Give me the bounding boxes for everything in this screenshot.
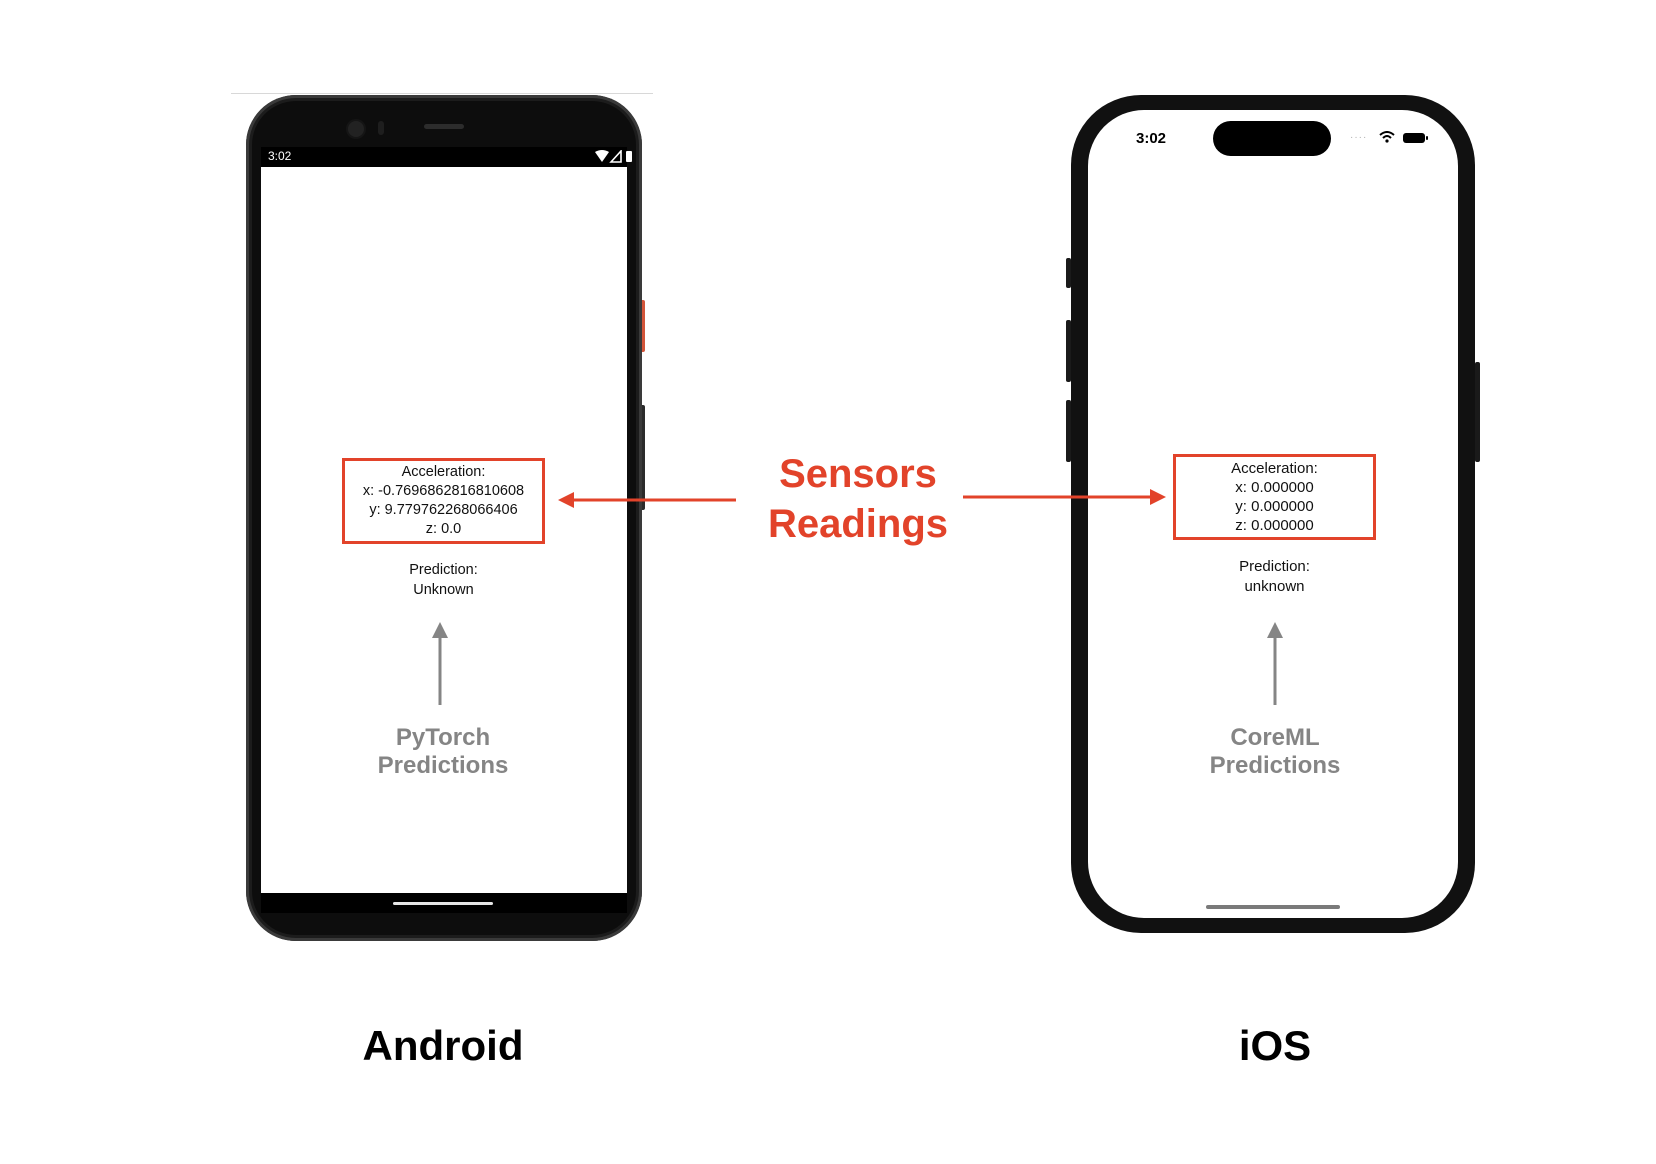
android-status-bar: [261, 147, 627, 167]
android-status-icons: [594, 148, 636, 169]
battery-icon: [1403, 133, 1425, 143]
signal-icon: [609, 148, 622, 163]
title-line-1: Sensors: [779, 452, 937, 496]
acceleration-x: x: -0.7696862816810608: [362, 483, 525, 499]
coreml-predictions-label: CoreML Predictions: [1175, 724, 1375, 780]
ios-side-button: [1475, 362, 1480, 462]
acceleration-title: Acceleration:: [401, 464, 486, 480]
battery-tip: [1426, 136, 1428, 140]
android-home-indicator[interactable]: [393, 902, 493, 905]
ios-acceleration-readings: Acceleration: x: 0.000000 y: 0.000000 z:…: [1173, 454, 1376, 540]
arrow-to-android-prediction: [432, 622, 448, 705]
ios-screen: [1088, 110, 1458, 918]
sensors-readings-title: Sensors Readings: [748, 449, 968, 549]
arrow-to-ios-prediction: [1267, 622, 1283, 705]
ios-status-time: 3:02: [1136, 130, 1167, 147]
proximity-sensor-icon: [378, 121, 384, 135]
wifi-icon: [595, 150, 609, 162]
ios-platform-label: iOS: [1238, 1022, 1312, 1069]
android-power-button: [640, 300, 645, 352]
acceleration-z: z: 0.0: [425, 521, 462, 537]
android-acceleration-readings: Acceleration: x: -0.7696862816810608 y: …: [342, 458, 545, 544]
acceleration-z: z: 0.000000: [1235, 517, 1314, 534]
ios-volume-up-button: [1066, 320, 1071, 382]
ios-prediction: Prediction: unknown: [1173, 557, 1376, 597]
front-camera-icon: [348, 121, 364, 137]
battery-icon: [626, 151, 632, 162]
wifi-icon: [1379, 130, 1395, 148]
acceleration-y: y: 0.000000: [1235, 498, 1314, 515]
ios-mute-switch: [1066, 258, 1071, 288]
android-platform-label: Android: [362, 1022, 524, 1069]
annotation-line-2: Predictions: [377, 752, 509, 779]
signal-dots-icon: ····: [1350, 132, 1368, 143]
pytorch-predictions-label: PyTorch Predictions: [343, 724, 543, 780]
ios-home-indicator[interactable]: [1206, 905, 1340, 909]
arrow-to-android-readings: [558, 492, 736, 508]
annotation-line-2: Predictions: [1209, 752, 1341, 779]
android-volume-button: [640, 405, 645, 510]
acceleration-title: Acceleration:: [1231, 460, 1318, 477]
dynamic-island: [1213, 121, 1331, 156]
ios-volume-down-button: [1066, 400, 1071, 462]
title-line-2: Readings: [767, 502, 949, 546]
prediction-title: Prediction:: [409, 562, 478, 578]
android-status-time: 3:02: [268, 149, 292, 163]
arrow-to-ios-readings: [963, 489, 1166, 505]
acceleration-y: y: 9.779762268066406: [369, 502, 518, 518]
acceleration-x: x: 0.000000: [1235, 479, 1314, 496]
prediction-value: unknown: [1244, 578, 1305, 595]
android-frame-edge: [231, 93, 653, 94]
prediction-value: Unknown: [413, 582, 474, 598]
annotation-line-1: PyTorch: [395, 724, 491, 751]
annotation-line-1: CoreML: [1230, 724, 1320, 751]
earpiece-speaker: [424, 124, 464, 129]
prediction-title: Prediction:: [1239, 558, 1310, 575]
android-prediction: Prediction: Unknown: [342, 560, 545, 600]
android-screen: [261, 167, 627, 893]
